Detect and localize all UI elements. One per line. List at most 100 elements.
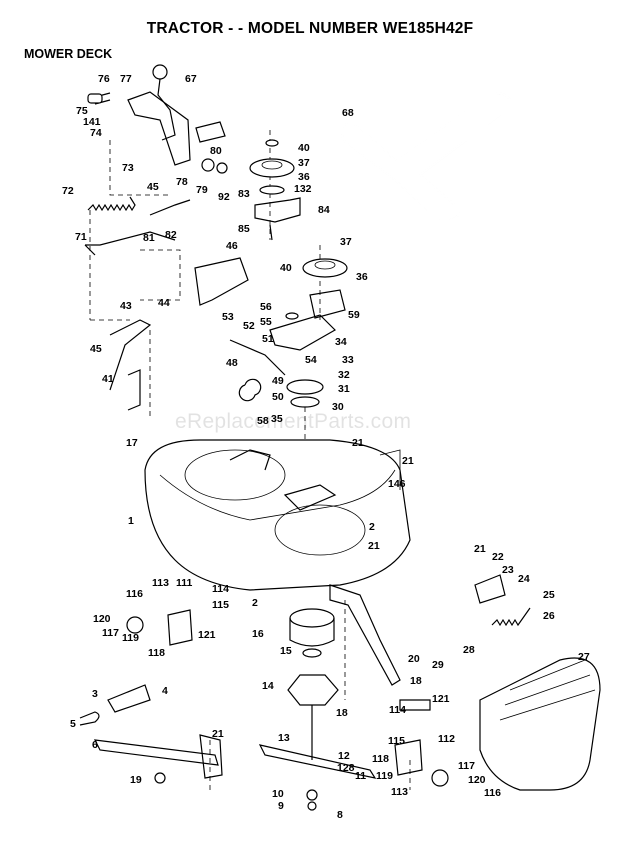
- part-label: 58: [257, 415, 269, 427]
- part-label: 121: [198, 629, 216, 641]
- spring-and-rod: [84, 196, 191, 256]
- part-label: 25: [543, 589, 555, 601]
- part-label: 23: [502, 564, 514, 576]
- lift-arms-left: [109, 319, 152, 411]
- baffle-bar: [329, 584, 401, 686]
- part-label: 44: [158, 297, 170, 309]
- section-title: MOWER DECK: [24, 47, 113, 61]
- part-label: 36: [298, 171, 310, 183]
- part-label: 19: [130, 774, 142, 786]
- part-label: 14: [262, 680, 274, 692]
- part-label: 117: [102, 627, 119, 639]
- part-label: 48: [226, 357, 238, 369]
- part-label: 5: [70, 718, 76, 730]
- part-label: 114: [389, 704, 406, 716]
- part-label: 49: [272, 375, 284, 387]
- part-label: 31: [338, 383, 350, 395]
- part-label: 10: [272, 788, 284, 800]
- part-label: 118: [148, 647, 165, 659]
- part-label: 16: [252, 628, 264, 640]
- part-label: 40: [298, 142, 310, 154]
- part-label: 114: [212, 583, 229, 595]
- part-label: 1: [128, 515, 134, 527]
- part-label: 18: [336, 707, 348, 719]
- page-title: TRACTOR - - MODEL NUMBER WE185H42F: [146, 20, 474, 37]
- part-label: 21: [474, 543, 486, 555]
- part-label: 32: [338, 369, 350, 381]
- lift-handle-assembly: [87, 64, 228, 174]
- part-labels: 76 67 77 75 141 74 80 73 78 79 92 72 45 …: [62, 73, 590, 821]
- watermark: eReplacementParts.com: [175, 410, 412, 433]
- part-label: 81: [143, 232, 155, 244]
- part-label: 73: [122, 162, 134, 174]
- part-label: 28: [463, 644, 475, 656]
- part-label: 46: [226, 240, 238, 252]
- part-label: 119: [122, 632, 139, 644]
- part-label: 30: [332, 401, 344, 413]
- part-label: 40: [280, 262, 292, 274]
- part-label: 83: [238, 188, 250, 200]
- part-label: 132: [294, 183, 312, 195]
- part-label: 80: [210, 145, 222, 157]
- idler-pulley-center: [269, 258, 348, 408]
- front-bracket-left: [79, 684, 223, 784]
- blade-spindle: [258, 608, 377, 811]
- part-label: 59: [348, 309, 360, 321]
- part-label: 56: [260, 301, 272, 313]
- part-label: 67: [185, 73, 197, 85]
- part-label: 34: [335, 336, 347, 348]
- part-label: 37: [298, 157, 310, 169]
- part-label: 8: [337, 809, 343, 821]
- part-label: 75: [76, 105, 88, 117]
- part-label: 18: [410, 675, 422, 687]
- part-label: 11: [355, 770, 366, 782]
- part-label: 72: [62, 185, 74, 197]
- part-label: 12: [338, 750, 350, 762]
- part-label: 116: [126, 588, 143, 600]
- part-label: 55: [260, 316, 272, 328]
- part-label: 51: [262, 333, 274, 345]
- part-label: 79: [196, 184, 208, 196]
- part-label: 116: [484, 787, 501, 799]
- part-label: 112: [438, 733, 455, 745]
- part-label: 36: [356, 271, 368, 283]
- part-label: 33: [342, 354, 354, 366]
- part-label: 35: [271, 413, 283, 425]
- discharge-chute: [479, 657, 601, 791]
- part-label: 45: [90, 343, 102, 355]
- part-label: 71: [75, 231, 87, 243]
- part-label: 74: [90, 127, 102, 139]
- part-label: 50: [272, 391, 284, 403]
- chute-mount-bracket: [126, 574, 531, 787]
- part-label: 37: [340, 236, 352, 248]
- part-label: 121: [432, 693, 450, 705]
- part-label: 29: [432, 659, 444, 671]
- part-label: 53: [222, 311, 234, 323]
- part-label: 20: [408, 653, 420, 665]
- part-label: 21: [212, 728, 224, 740]
- part-label: 128: [337, 762, 355, 774]
- part-label: 54: [305, 354, 317, 366]
- part-label: 111: [176, 577, 193, 589]
- part-label: 141: [83, 116, 101, 128]
- part-label: 85: [238, 223, 250, 235]
- part-label: 92: [218, 191, 230, 203]
- drive-belt: [341, 92, 512, 222]
- part-label: 21: [352, 437, 364, 449]
- part-label: 26: [543, 610, 555, 622]
- part-label: 68: [342, 107, 354, 119]
- part-label: 13: [278, 732, 290, 744]
- part-label: 45: [147, 181, 159, 193]
- part-label: 27: [578, 651, 590, 663]
- part-label: 17: [126, 437, 138, 449]
- part-label: 22: [492, 551, 504, 563]
- part-label: 120: [468, 774, 486, 786]
- part-label: 113: [391, 786, 408, 798]
- part-label: 6: [92, 739, 98, 751]
- part-label: 82: [165, 229, 177, 241]
- part-label: 119: [376, 770, 393, 782]
- part-label: 9: [278, 800, 284, 812]
- part-label: 15: [280, 645, 292, 657]
- part-label: 146: [388, 478, 406, 490]
- part-label: 77: [120, 73, 132, 85]
